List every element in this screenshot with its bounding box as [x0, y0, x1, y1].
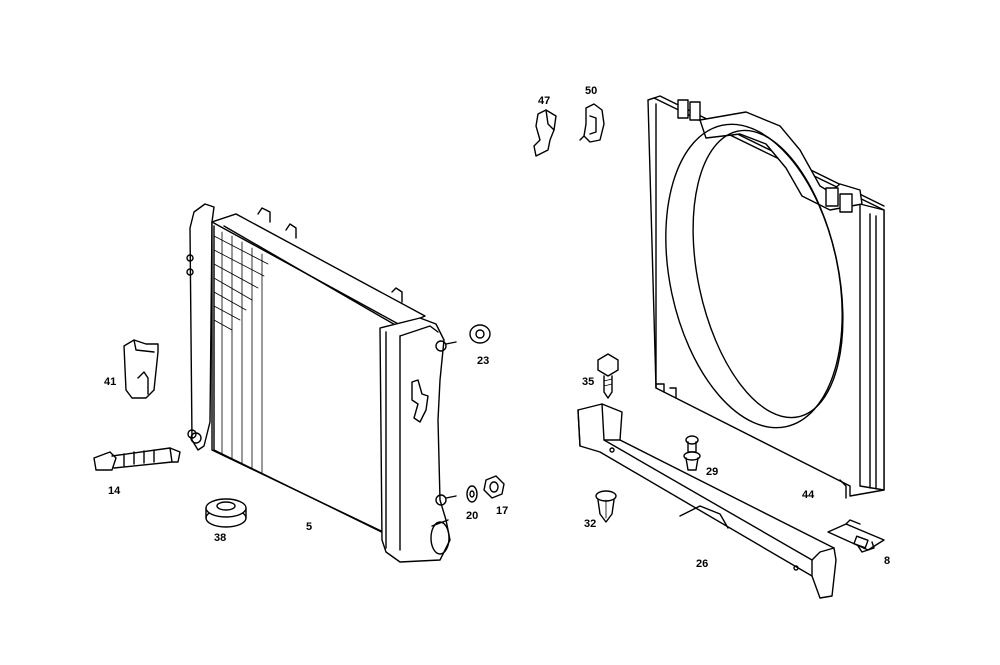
callout-44: 44: [802, 489, 815, 501]
washer-20-part: [466, 485, 478, 503]
callout-47: 47: [538, 95, 550, 107]
callout-35: 35: [582, 376, 594, 388]
callout-23: 23: [477, 355, 489, 367]
callout-29: 29: [706, 466, 718, 478]
callout-32: 32: [584, 518, 596, 530]
rivet-32-part: [595, 490, 617, 523]
callout-5: 5: [306, 521, 312, 533]
clip-47-part: [533, 109, 557, 157]
callout-14: 14: [108, 485, 121, 497]
push-pin-29-part: [683, 435, 701, 471]
callout-17: 17: [496, 505, 508, 517]
clip-8-part: [827, 519, 885, 553]
callout-20: 20: [466, 510, 478, 522]
screw-35-part: [597, 353, 619, 399]
callout-8: 8: [884, 555, 890, 567]
rubber-mount-part: [205, 498, 247, 528]
callout-50: 50: [585, 85, 597, 97]
drain-cock-part: [93, 447, 181, 471]
radiator-part: [186, 203, 457, 563]
bracket-41-part: [123, 339, 159, 399]
callout-41: 41: [104, 376, 116, 388]
air-guide-part: [577, 403, 837, 599]
clip-50-part: [579, 103, 605, 143]
callout-26: 26: [696, 558, 708, 570]
callout-38: 38: [214, 532, 226, 544]
nut-17-part: [483, 475, 505, 499]
grommet-23-part: [469, 324, 491, 344]
fan-shroud-part: [647, 95, 885, 499]
